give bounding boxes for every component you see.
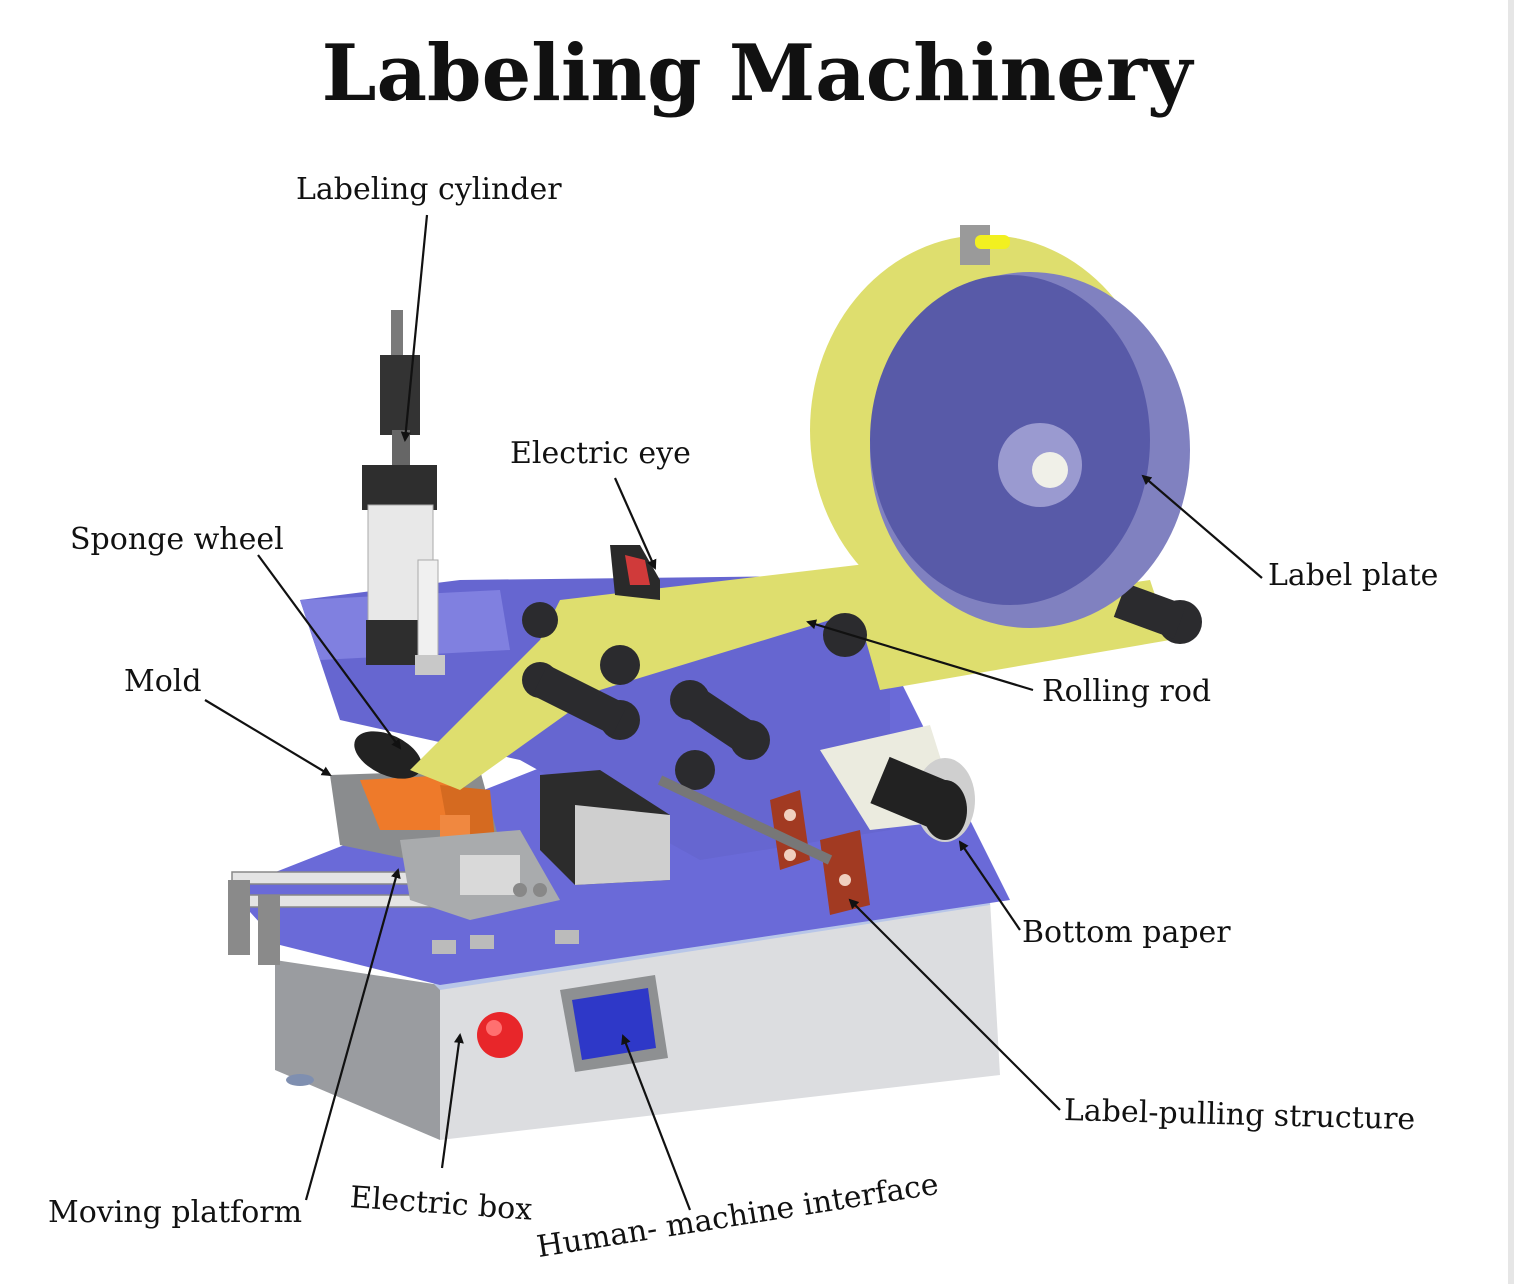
label-label-plate: Label plate <box>1268 558 1439 593</box>
label-sponge-wheel: Sponge wheel <box>70 522 284 557</box>
sponge-wheel-roller <box>354 731 422 779</box>
label-labeling-cylinder: Labeling cylinder <box>296 172 562 207</box>
labeling-cylinder-body <box>362 310 445 675</box>
right-edge-border <box>1508 0 1514 1284</box>
red-button-icon <box>477 1012 523 1058</box>
electric-eye-sensor <box>610 545 660 600</box>
label-bottom-paper: Bottom paper <box>1022 915 1231 950</box>
hmi-screen <box>560 975 668 1072</box>
label-moving-platform: Moving platform <box>48 1195 303 1230</box>
label-strip <box>410 560 930 790</box>
label-mold: Mold <box>124 664 202 699</box>
page-title: Labeling Machinery <box>321 28 1193 119</box>
label-rolling-rod: Rolling rod <box>1042 674 1212 709</box>
label-electric-eye: Electric eye <box>510 436 691 471</box>
leader-lines <box>204 214 1263 1211</box>
stepper-motor <box>540 770 670 885</box>
label-pulling-structure-parts <box>657 775 870 915</box>
label-plate-reel <box>810 225 1190 628</box>
bottom-paper-roll <box>820 725 975 842</box>
moving-platform-rail <box>228 871 433 965</box>
